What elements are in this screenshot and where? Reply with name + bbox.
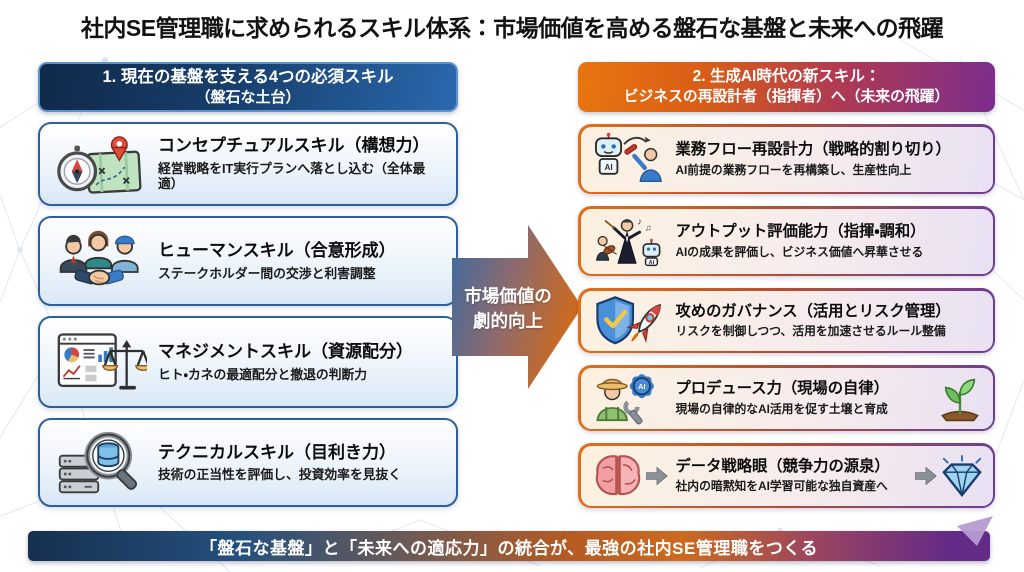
skill-card-management: マネジメントスキル（資源配分） ヒト・カネの最適配分と撤退の判断力 xyxy=(38,316,458,408)
skill-card-conceptual: コンセプチュアルスキル（構想力） 経営戦略をIT実行プランへ落とし込む（全体最適… xyxy=(38,122,458,206)
people-handshake-icon xyxy=(52,228,150,294)
robot-handoff-icon: AI xyxy=(590,131,670,187)
card-title: コンセプチュアルスキル（構想力） xyxy=(158,136,430,156)
footer-banner-text: 「盤石な基盤」と「未来への適応力」の統合が、最強の社内SE管理職をつくる xyxy=(200,538,818,558)
skill-card-data-strategy: データ戦略眼（競争力の源泉） 社内の暗黙知をAI学習可能な独自資産へ xyxy=(578,443,995,508)
left-header-line2: （盤石な土台） xyxy=(195,89,301,107)
svg-text:♪: ♪ xyxy=(637,217,642,228)
card-desc: 経営戦略をIT実行プランへ落とし込む（全体最適） xyxy=(158,160,426,192)
right-header-line2: ビジネスの再設計者（指揮者）へ（未来の飛躍） xyxy=(623,88,950,105)
card-title: テクニカルスキル（目利き力） xyxy=(158,442,396,462)
skill-card-output-evaluation: ♪ ♫ xyxy=(578,206,995,276)
card-title: プロデュース力（現場の自律） xyxy=(675,380,889,398)
card-title: 業務フロー再設計力（戦略的割り切り） xyxy=(675,141,951,159)
right-column: 2. 生成AI時代の新スキル： ビジネスの再設計者（指揮者）へ（未来の飛躍） A… xyxy=(578,62,995,508)
flow-arrow-icon xyxy=(914,466,937,485)
footer-banner: 「盤石な基盤」と「未来への適応力」の統合が、最強の社内SE管理職をつくる xyxy=(28,531,990,561)
card-title: ヒューマンスキル（合意形成） xyxy=(158,241,396,261)
right-column-header: 2. 生成AI時代の新スキル： ビジネスの再設計者（指揮者）へ（未来の飛躍） xyxy=(578,62,995,112)
arrow-label-line2: 劇的向上 xyxy=(473,311,543,332)
card-desc: 技術の正当性を評価し、投資効率を見抜く xyxy=(158,467,402,483)
skill-card-workflow-redesign: AI 業務フロー再設計力（戦略的割り切り） AI前提の業務フローを再構築し、生産… xyxy=(578,124,995,194)
card-desc: 社内の暗黙知をAI学習可能な独自資産へ xyxy=(675,479,888,494)
card-desc: ステークホルダー間の交渉と利害調整 xyxy=(158,265,376,281)
arrow-label: 市場価値の 劇的向上 xyxy=(452,284,564,335)
skill-card-human: ヒューマンスキル（合意形成） ステークホルダー間の交渉と利害調整 xyxy=(38,216,458,306)
left-column-header: 1. 現在の基盤を支える4つの必須スキル （盤石な土台） xyxy=(38,62,458,112)
skill-card-technical: テクニカルスキル（目利き力） 技術の正当性を評価し、投資効率を見抜く xyxy=(38,418,458,507)
right-header-line1: 2. 生成AI時代の新スキル： xyxy=(692,67,881,85)
svg-text:AI: AI xyxy=(648,260,654,266)
arrow-label-line1: 市場価値の xyxy=(464,286,552,306)
corner-triangle-decoration xyxy=(957,516,993,546)
skill-card-governance: 攻めのガバナンス（活用とリスク管理） リスクを制御しつつ、活用を加速させるルール… xyxy=(578,288,995,353)
diamond-icon xyxy=(941,454,982,497)
card-title: マネジメントスキル（資源配分） xyxy=(158,342,413,362)
page-title: 社内SE管理職に求められるスキル体系：市場価値を高める盤石な基盤と未来への飛躍 xyxy=(80,15,944,41)
shield-rocket-icon xyxy=(590,294,670,348)
svg-text:AI: AI xyxy=(604,163,612,172)
card-desc: AIの成果を評価し、ビジネス価値へ昇華させる xyxy=(675,244,924,259)
card-desc: ヒト・カネの最適配分と撤退の判断力 xyxy=(158,366,368,382)
market-value-arrow xyxy=(452,225,582,389)
card-title: アウトプット評価能力（指揮・調和） xyxy=(675,223,926,241)
charts-scale-icon xyxy=(52,329,150,395)
magnifier-database-icon xyxy=(52,430,150,496)
conductor-orchestra-icon: ♪ ♫ xyxy=(590,213,670,269)
left-header-line1: 1. 現在の基盤を支える4つの必須スキル xyxy=(102,68,394,87)
farmer-ai-gear-icon: AI xyxy=(590,371,670,425)
svg-text:AI: AI xyxy=(638,382,645,391)
flow-arrow-icon xyxy=(645,466,668,485)
sprout-icon xyxy=(936,374,984,422)
svg-text:♫: ♫ xyxy=(644,223,651,233)
skill-card-produce: AI プロデュース力（現場の自律） 現場の自律的なAI活用を促す土壌と育成 xyxy=(578,365,995,431)
left-column: 1. 現在の基盤を支える4つの必須スキル （盤石な土台） xyxy=(38,62,458,507)
compass-map-icon xyxy=(52,131,150,197)
card-title: 攻めのガバナンス（活用とリスク管理） xyxy=(675,302,951,320)
card-title: データ戦略眼（競争力の源泉） xyxy=(675,457,890,475)
card-desc: 現場の自律的なAI活用を促す土壌と育成 xyxy=(675,401,888,416)
arrow-diamond-icon xyxy=(914,454,984,497)
brain-arrow-icon xyxy=(590,453,670,499)
card-desc: AI前提の業務フローを再構築し、生産性向上 xyxy=(675,162,912,177)
card-desc: リスクを制御しつつ、活用を加速させるルール整備 xyxy=(675,324,946,339)
